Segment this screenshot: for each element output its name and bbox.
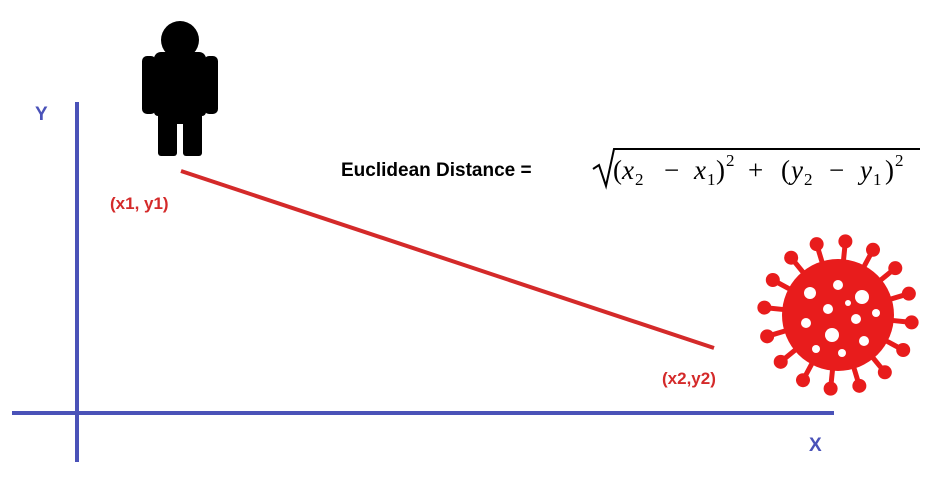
virus-spike-tip [757,300,772,315]
virus-spike-tip [809,237,824,252]
virus-spike-tip [852,378,867,393]
virus-spot [855,290,869,304]
formula-close-paren-2: ) [885,155,894,185]
virus-spot [823,304,833,314]
formula-y1-sub: 1 [873,170,882,189]
virus-spot [851,314,861,324]
virus-spike-tip [904,315,919,330]
virus-spike-tip [877,365,892,380]
virus-spike-tip [823,381,838,396]
formula-open-paren-1: ( [613,155,622,185]
formula-sup-1: 2 [726,151,735,170]
formula-y2: y [788,155,803,185]
virus-spike-tip [784,250,799,265]
virus-spot [838,349,846,357]
formula-y2-sub: 2 [804,170,813,189]
virus-spike-tip [896,343,911,358]
virus-spot [859,336,869,346]
virus-spot [872,309,880,317]
virus-icon [757,234,919,396]
virus-spot [801,318,811,328]
virus-spike-tip [901,286,916,301]
distance-line [180,169,715,350]
person-icon [142,21,218,156]
point-2-label: (x2,y2) [662,369,716,388]
y-axis-label: Y [35,104,48,125]
virus-spike-tip [866,242,881,257]
virus-spot [833,280,843,290]
virus-spike-tip [765,272,780,287]
x-axis-label: X [809,435,822,456]
virus-spike-tip [888,261,903,276]
formula-x2: x [621,155,634,185]
formula-y1: y [857,155,872,185]
virus-spot [804,287,816,299]
formula-close-paren-1: ) [716,155,725,185]
formula-minus-1: − [664,155,679,185]
formula-sup-2: 2 [895,151,904,170]
virus-spot [845,300,851,306]
virus-spike-tip [838,234,853,249]
virus-spot [812,345,820,353]
virus-spike-tip [795,373,810,388]
formula-expression: ( x 2 − x 1 ) 2 + ( y 2 − y 1 ) 2 [613,151,904,189]
sqrt-symbol [592,148,920,190]
formula-x1: x [693,155,706,185]
formula-label: Euclidean Distance = [341,160,532,181]
formula-minus-2: − [829,155,844,185]
virus-spike-tip [760,329,775,344]
formula-open-paren-2: ( [781,155,790,185]
formula-x2-sub: 2 [635,170,644,189]
point-1-label: (x1, y1) [110,194,169,213]
virus-spike-tip [773,354,788,369]
virus-spot [825,328,839,342]
formula-plus: + [748,155,763,185]
formula-x1-sub: 1 [707,170,716,189]
